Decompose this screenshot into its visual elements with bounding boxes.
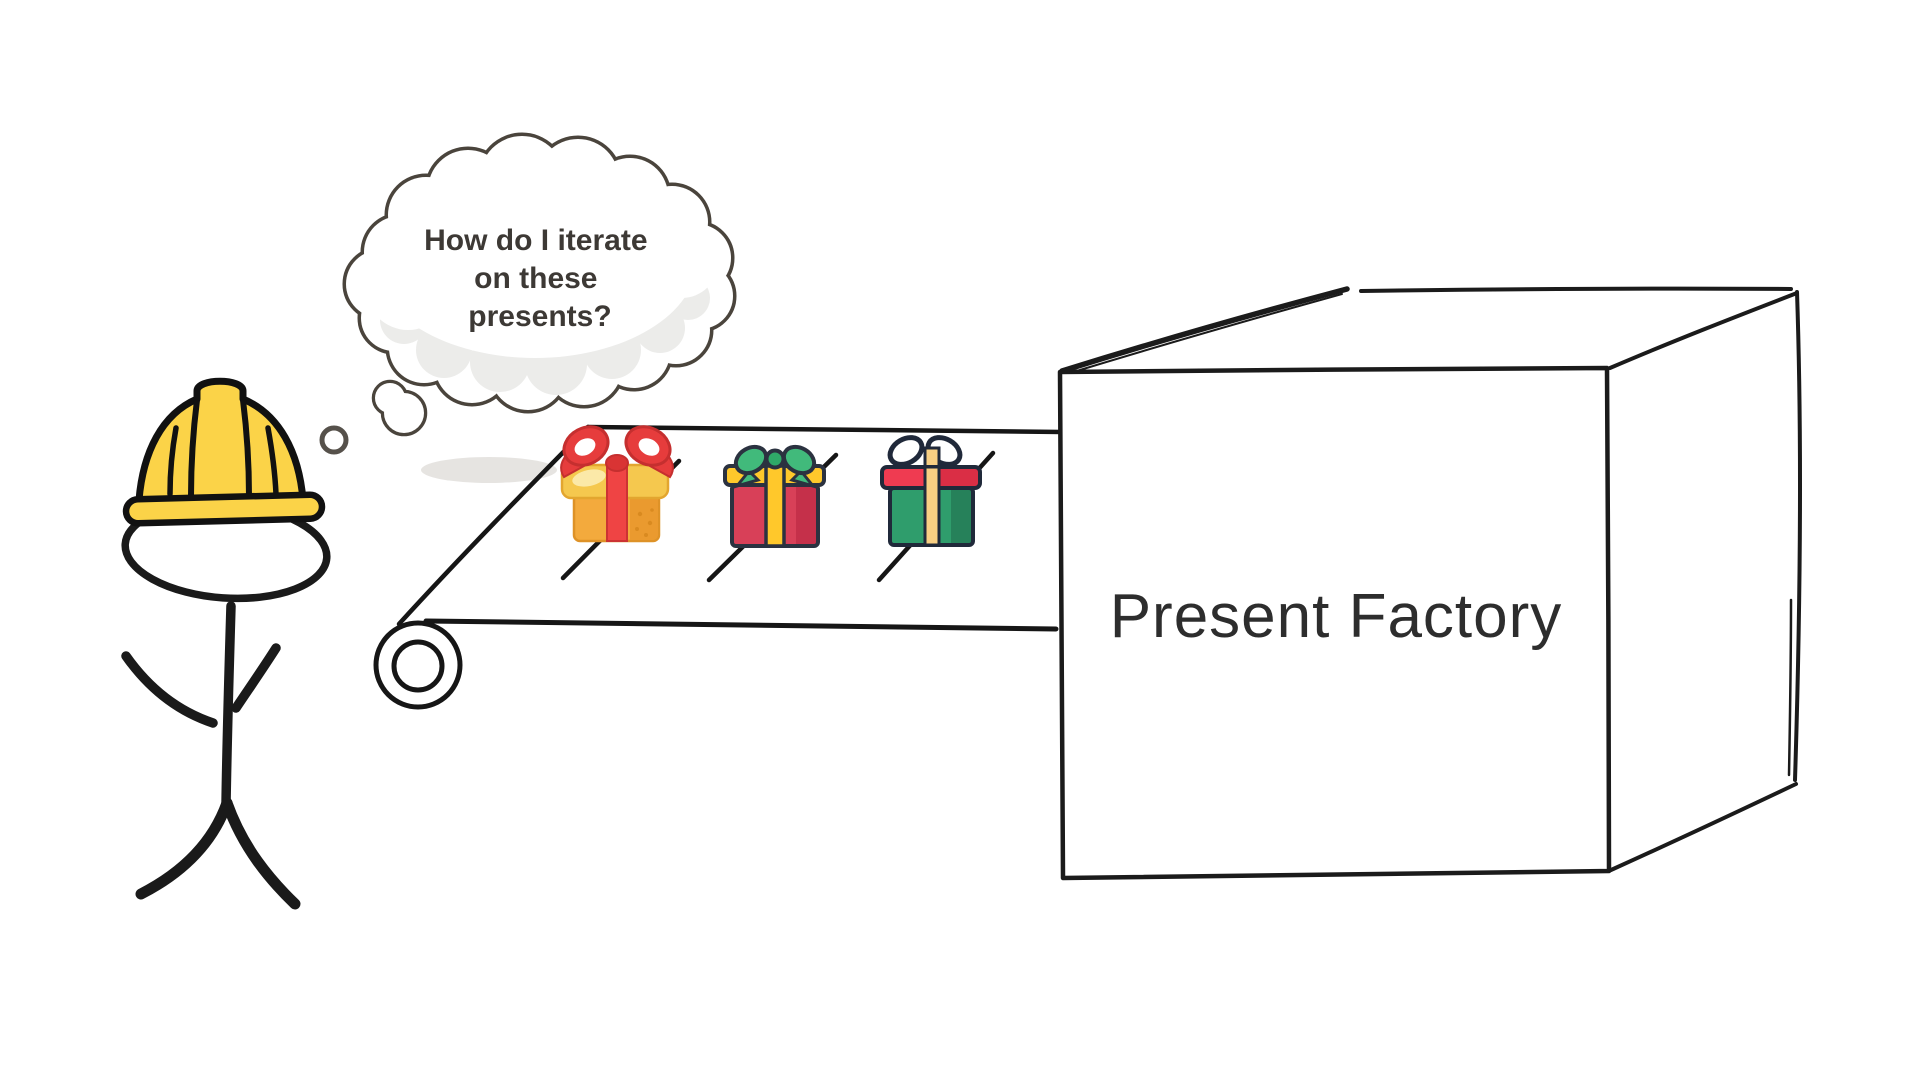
factory-bottom-right-edge xyxy=(1609,782,1798,872)
thought-bubble-icon: How do I iterate on these presents? xyxy=(319,132,737,455)
factory-box-icon: Present Factory xyxy=(1057,286,1802,881)
present2-bow-tail-right xyxy=(789,468,818,489)
factory-back-right-edge-sketch xyxy=(1787,598,1793,777)
present2-body-shade xyxy=(796,487,816,544)
thought-cloud xyxy=(342,132,737,414)
belt-wheel-inner xyxy=(391,639,445,693)
present1-bow-knot xyxy=(605,454,629,472)
thought-trail-dot-small xyxy=(319,425,349,455)
present2-bow xyxy=(732,444,818,489)
factory-top-right-edge xyxy=(1608,291,1799,370)
stick-figure-left-leg xyxy=(135,797,233,900)
present1-body-shade xyxy=(630,495,658,540)
present1-speckles xyxy=(635,508,654,537)
hard-hat-icon xyxy=(122,377,326,527)
belt-left-edge xyxy=(396,424,591,627)
factory-top-back-edge xyxy=(1359,286,1793,293)
hard-hat-ridge-right xyxy=(240,397,252,499)
thought-bubble-text: How do I iterate on these presents? xyxy=(424,224,656,333)
factory-back-right-edge xyxy=(1793,290,1802,782)
belt-shadow xyxy=(421,457,557,483)
hard-hat-groove-left xyxy=(167,425,179,497)
engineer-stick-figure-icon xyxy=(121,377,331,910)
present1-ribbon xyxy=(606,464,628,542)
hard-hat-ridge-left xyxy=(188,397,200,499)
belt-bottom-edge xyxy=(423,618,1059,632)
factory-top-left-edge-sketch xyxy=(1069,293,1343,374)
gold-present-red-bow-icon xyxy=(560,425,674,543)
red-present-green-bow-icon xyxy=(723,444,826,548)
stick-figure-right-arm xyxy=(231,643,281,713)
present2-ribbon xyxy=(764,464,786,548)
stick-figure-torso xyxy=(221,601,236,810)
thought-trail-blob xyxy=(371,379,428,437)
hard-hat-groove-right xyxy=(265,425,279,497)
present1-bow xyxy=(560,425,674,479)
present2-bow-tail-left xyxy=(732,468,761,489)
present2-bow-knot xyxy=(764,448,786,470)
present3-lid-shade xyxy=(938,469,978,486)
factory-label: Present Factory xyxy=(1110,582,1563,651)
hard-hat-brim xyxy=(122,491,326,527)
present1-lid-highlight xyxy=(572,469,606,487)
hard-hat-dome xyxy=(135,377,307,504)
stick-figure-right-leg xyxy=(221,797,301,910)
present3-body-shade xyxy=(951,490,971,543)
present3-ribbon xyxy=(923,465,941,547)
factory-front-face xyxy=(1057,365,1612,881)
green-present-white-bow-icon xyxy=(880,435,982,547)
stick-figure-left-arm xyxy=(121,651,218,728)
factory-top-left-edge xyxy=(1059,286,1350,374)
